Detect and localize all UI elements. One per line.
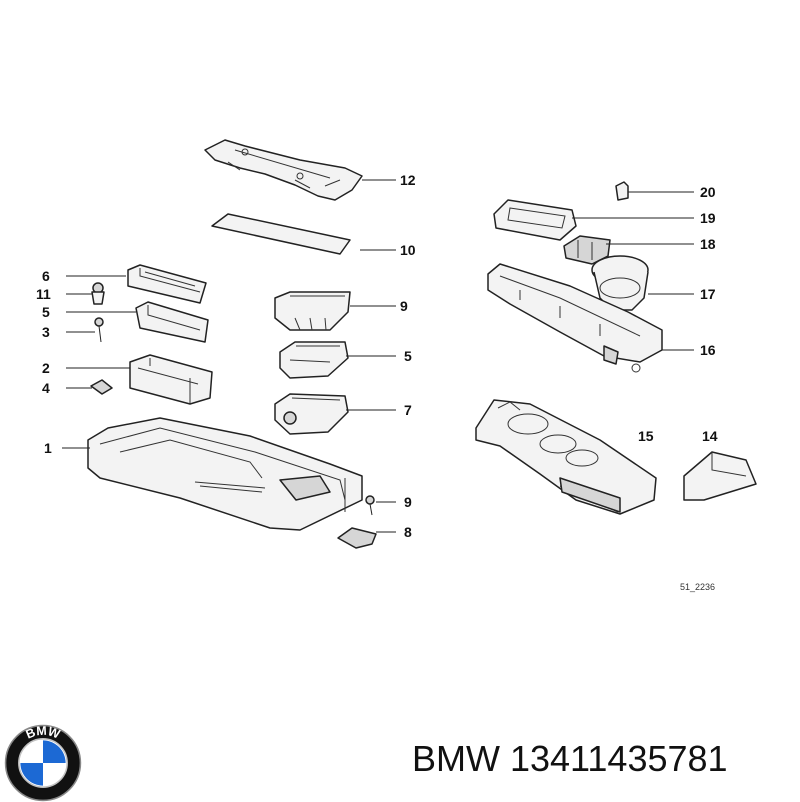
part-11-mat [211, 213, 351, 255]
callout-8: 8 [404, 524, 412, 540]
part-8-bracket [337, 527, 377, 549]
part-5-tray-center [279, 341, 349, 379]
callout-10: 9 [400, 298, 408, 314]
callout-12: 11 [36, 286, 51, 302]
part-5-tray-left [135, 301, 209, 343]
callout-14: 14 [702, 428, 718, 444]
callout-7: 7 [404, 402, 412, 418]
part-10-tray [274, 291, 351, 331]
part-number-caption: BMW 13411435781 [412, 738, 728, 779]
callout-18: 18 [700, 236, 716, 252]
part-2-ashtray [129, 354, 213, 405]
callout-4: 4 [42, 380, 50, 396]
part-6-tray [127, 264, 207, 304]
part-7-lighter-tray [274, 393, 349, 435]
callout-labels: 6 11 5 3 2 4 1 12 10 9 5 7 9 8 20 19 18 … [36, 172, 718, 592]
part-13-trim-plate [204, 139, 363, 201]
callout-16: 16 [700, 342, 716, 358]
callout-5-left: 5 [42, 304, 50, 320]
part-17-cup-holder [591, 255, 649, 311]
bmw-logo-icon: BMW [4, 724, 82, 802]
callout-15: 15 [638, 428, 654, 444]
callout-20: 20 [700, 184, 716, 200]
leader-lines [62, 179, 694, 533]
callout-6: 6 [42, 268, 50, 284]
part-3-screw [94, 317, 104, 343]
callout-11: 10 [400, 242, 416, 258]
callout-17: 17 [700, 286, 716, 302]
diagram-reference-code: 51_2236 [680, 582, 715, 592]
callout-9: 9 [404, 494, 412, 510]
callout-5-center: 5 [404, 348, 412, 364]
callout-3: 3 [42, 324, 50, 340]
part-4-clip [90, 379, 113, 395]
svg-text:BMW: BMW [24, 724, 62, 742]
part-19-switch-frame [493, 199, 577, 241]
part-14-cover [683, 451, 757, 501]
callout-19: 19 [700, 210, 716, 226]
part-9-screw [365, 495, 375, 516]
part-16-switch-carrier [487, 263, 663, 373]
part-15-front-console [475, 399, 657, 515]
part-18-switch-block [563, 235, 611, 265]
callout-2: 2 [42, 360, 50, 376]
part-1-console-base [87, 417, 363, 531]
part-12-clip [91, 282, 105, 305]
callout-13: 12 [400, 172, 416, 188]
callout-1: 1 [44, 440, 52, 456]
part-20-pin [615, 181, 629, 201]
